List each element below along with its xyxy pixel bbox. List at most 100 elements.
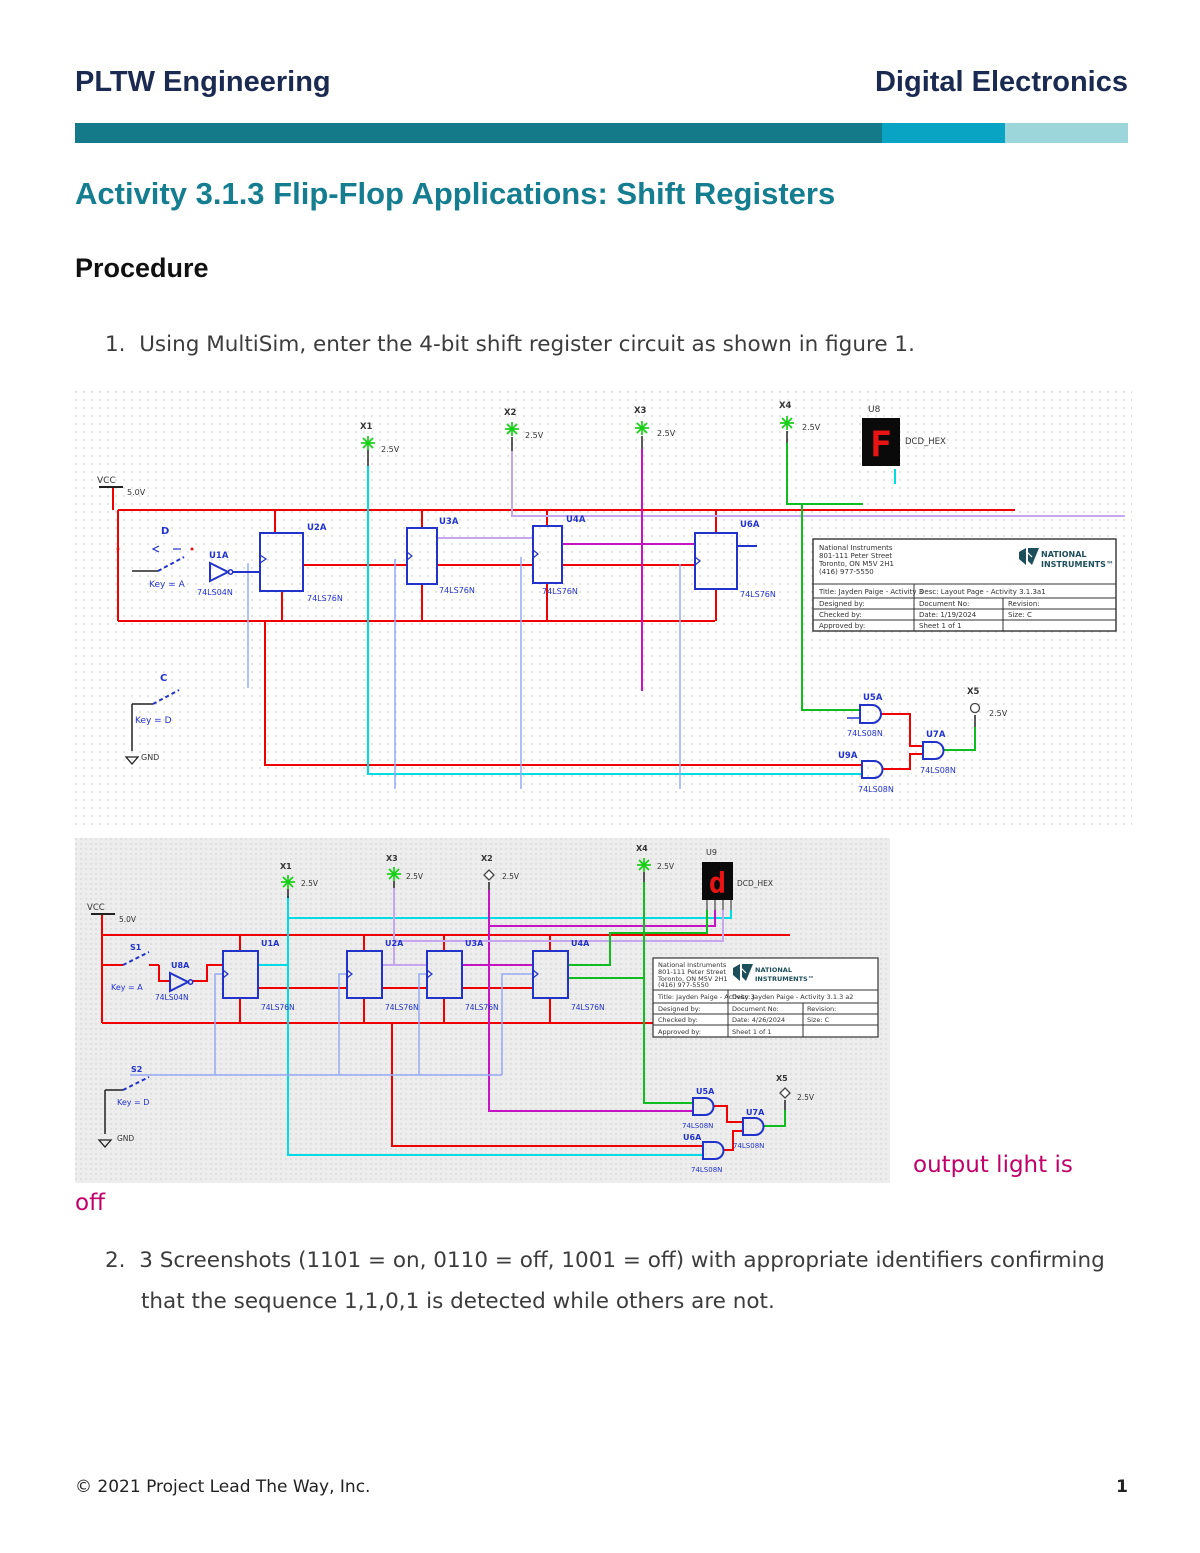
svg-text:X3: X3 xyxy=(634,406,647,416)
header-left: PLTW Engineering xyxy=(75,66,331,98)
svg-text:U6A: U6A xyxy=(683,1133,702,1142)
inverter-u1a xyxy=(209,561,234,583)
svg-text:D: D xyxy=(161,526,169,537)
svg-text:U8A: U8A xyxy=(171,961,190,970)
svg-text:2.5V: 2.5V xyxy=(525,431,544,440)
svg-text:Date: 1/19/2024: Date: 1/19/2024 xyxy=(919,611,977,619)
svg-text:2.5V: 2.5V xyxy=(797,1093,815,1102)
flipflop-u6a xyxy=(694,532,738,590)
svg-text:U2A: U2A xyxy=(385,939,404,948)
and-gate-u6a xyxy=(702,1141,725,1160)
svg-text:(416) 977-5550: (416) 977-5550 xyxy=(658,981,709,989)
svg-text:U9: U9 xyxy=(706,848,717,857)
probe-x5 xyxy=(779,1087,791,1099)
svg-text:74LS08N: 74LS08N xyxy=(733,1142,764,1150)
ground-symbol xyxy=(124,756,140,765)
svg-text:74LS76N: 74LS76N xyxy=(542,587,578,596)
flipflop-u3a xyxy=(426,950,463,999)
svg-text:U6A: U6A xyxy=(740,520,760,530)
svg-text:U7A: U7A xyxy=(926,730,946,740)
svg-text:U2A: U2A xyxy=(307,523,327,533)
probe-x1 xyxy=(281,875,295,889)
and-gate-u5a xyxy=(859,704,882,724)
and-gate-u9a xyxy=(861,760,884,779)
flipflop-u4a xyxy=(532,950,569,999)
svg-text:74LS08N: 74LS08N xyxy=(847,729,883,738)
flipflop-u1a xyxy=(222,950,259,999)
svg-text:74LS04N: 74LS04N xyxy=(197,588,233,597)
svg-text:2.5V: 2.5V xyxy=(989,709,1008,718)
svg-text:Checked by:: Checked by: xyxy=(658,1016,698,1024)
probe-x3 xyxy=(635,421,649,435)
svg-text:Revision:: Revision: xyxy=(1008,600,1040,608)
svg-text:X4: X4 xyxy=(636,844,648,853)
svg-text:X5: X5 xyxy=(967,687,980,697)
svg-text:2.5V: 2.5V xyxy=(802,423,821,432)
svg-text:X5: X5 xyxy=(776,1074,788,1083)
ground-symbol xyxy=(97,1139,113,1148)
svg-text:Key = D: Key = D xyxy=(117,1098,149,1107)
svg-text:(416) 977-5550: (416) 977-5550 xyxy=(819,568,874,576)
svg-text:801-111 Peter Street: 801-111 Peter Street xyxy=(819,552,892,560)
svg-text:U9A: U9A xyxy=(838,751,858,761)
svg-text:Key = A: Key = A xyxy=(149,580,186,590)
step-text: Using MultiSim, enter the 4-bit shift re… xyxy=(139,332,915,357)
page-number: 1 xyxy=(1116,1477,1128,1497)
national-instruments-logo xyxy=(733,964,753,981)
svg-text:74LS76N: 74LS76N xyxy=(439,586,475,595)
inverter-u8a xyxy=(169,971,194,993)
svg-text:Title: Jayden Paige - Activi: Title: Jayden Paige - Activity 3 xyxy=(818,588,923,596)
svg-text:74LS08N: 74LS08N xyxy=(920,766,956,775)
divider-segment-main xyxy=(75,123,882,143)
divider-segment-mid xyxy=(882,123,1005,143)
svg-text:F: F xyxy=(870,424,892,465)
svg-text:Toronto, ON M5V 2H1: Toronto, ON M5V 2H1 xyxy=(818,560,894,568)
svg-text:5.0V: 5.0V xyxy=(119,915,137,924)
svg-text:74LS76N: 74LS76N xyxy=(465,1003,499,1012)
probe-x2 xyxy=(483,869,495,881)
step-number: 2. xyxy=(105,1248,126,1273)
step-item-1: 1. Using MultiSim, enter the 4-bit shift… xyxy=(105,324,1145,365)
svg-text:74LS08N: 74LS08N xyxy=(682,1122,713,1130)
svg-text:X1: X1 xyxy=(280,862,292,871)
svg-text:C: C xyxy=(160,673,167,684)
probe-x3 xyxy=(387,867,401,881)
svg-text:Approved by:: Approved by: xyxy=(819,622,865,630)
svg-text:U8: U8 xyxy=(868,405,881,415)
svg-text:74LS76N: 74LS76N xyxy=(571,1003,605,1012)
seven-segment-display: F xyxy=(862,418,900,466)
svg-text:X2: X2 xyxy=(504,408,517,418)
svg-text:GND: GND xyxy=(117,1134,134,1143)
svg-text:74LS08N: 74LS08N xyxy=(691,1166,722,1174)
svg-text:Toronto, ON M5V 2H1: Toronto, ON M5V 2H1 xyxy=(657,975,728,983)
svg-text:X4: X4 xyxy=(779,401,792,411)
and-gate-u5a xyxy=(692,1097,715,1116)
svg-text:Size: C: Size: C xyxy=(807,1016,830,1024)
svg-text:Desc: Layout Page - Activity: Desc: Layout Page - Activity 3.1.3a1 xyxy=(919,588,1046,596)
svg-text:Sheet 1 of 1: Sheet 1 of 1 xyxy=(732,1028,772,1036)
section-heading: Procedure xyxy=(75,253,209,283)
svg-text:S2: S2 xyxy=(131,1065,142,1074)
svg-text:U5A: U5A xyxy=(696,1087,715,1096)
probe-x4 xyxy=(637,858,651,872)
svg-text:74LS76N: 74LS76N xyxy=(740,590,776,599)
svg-text:Sheet 1 of 1: Sheet 1 of 1 xyxy=(919,622,962,630)
svg-text:2.5V: 2.5V xyxy=(502,872,520,881)
title-block xyxy=(812,538,1117,632)
svg-text:VCC: VCC xyxy=(87,903,105,913)
step-item-2: 2. 3 Screenshots (1101 = on, 0110 = off,… xyxy=(105,1240,1120,1322)
probe-x4 xyxy=(780,416,794,430)
svg-text:Designed by:: Designed by: xyxy=(658,1005,700,1013)
svg-text:Revision:: Revision: xyxy=(807,1005,836,1013)
svg-text:U4A: U4A xyxy=(566,515,586,525)
svg-text:U1A: U1A xyxy=(261,939,280,948)
and-gate-u7a xyxy=(922,741,945,760)
svg-text:2.5V: 2.5V xyxy=(406,872,424,881)
svg-text:d: d xyxy=(709,866,726,899)
flipflop-u2a xyxy=(346,950,383,999)
step-number: 1. xyxy=(105,332,126,357)
svg-text:INSTRUMENTS™: INSTRUMENTS™ xyxy=(1041,560,1114,569)
svg-text:National Instruments: National Instruments xyxy=(658,961,727,969)
and-gate-u7a xyxy=(742,1117,765,1136)
